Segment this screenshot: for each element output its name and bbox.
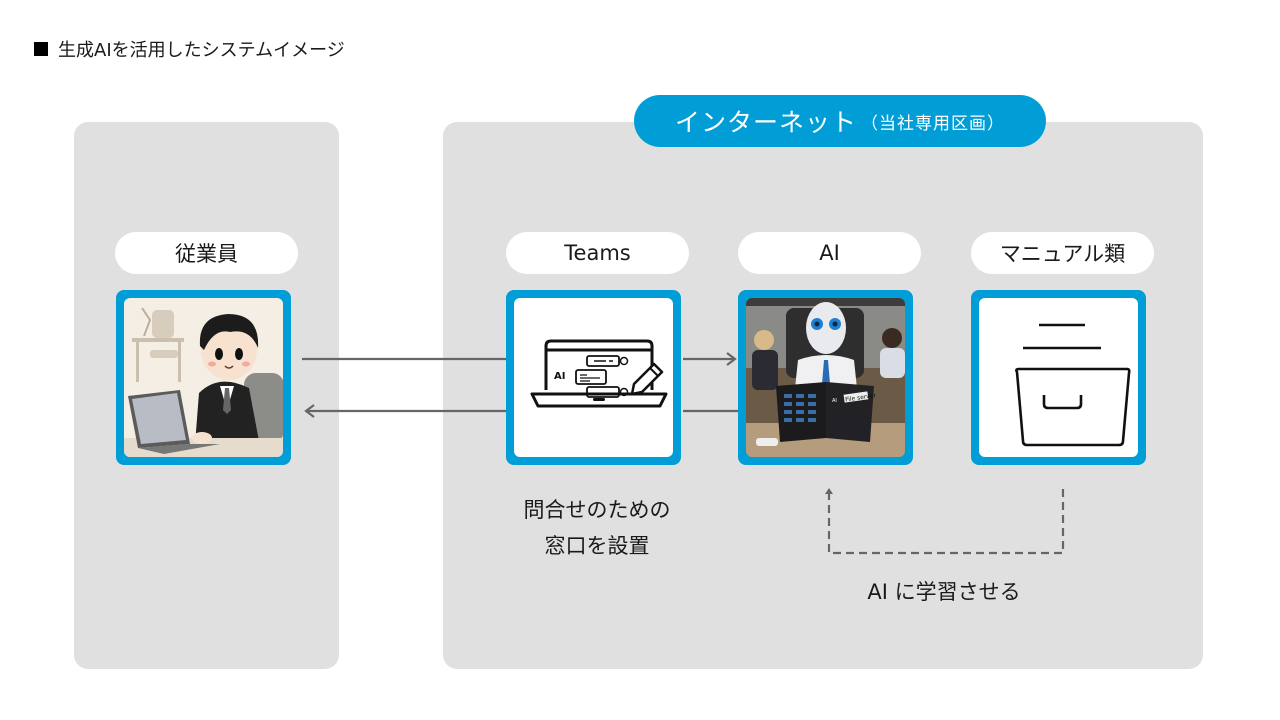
learning-dashed-arrow [827, 485, 1065, 555]
manuals-card [971, 290, 1146, 465]
zone-title: インターネット [674, 108, 857, 137]
heading-title: 生成AIを活用したシステムイメージ [58, 40, 345, 61]
teams-caption-line2: 窓口を設置 [544, 534, 650, 558]
internet-zone-label: インターネット （当社専用区画） [634, 95, 1046, 147]
ai-robot-illustration: File server AI [746, 298, 905, 457]
arrowhead-left-icon [304, 404, 315, 418]
employee-card [116, 290, 291, 465]
teams-label: Teams [506, 232, 689, 274]
arrowhead-right-icon [726, 352, 737, 366]
teams-caption-line1: 問合せのための [523, 498, 671, 522]
diagram-heading: 生成AIを活用したシステムイメージ [34, 36, 345, 62]
arrowhead-up-icon [825, 488, 833, 494]
square-bullet-icon [34, 42, 48, 56]
book-title-text: File server [845, 392, 877, 403]
manuals-label: マニュアル類 [971, 232, 1154, 274]
zone-subtitle: （当社専用区画） [861, 113, 1005, 134]
employee-illustration [124, 298, 283, 457]
book-badge-text: AI [832, 398, 837, 404]
teams-laptop-chat-icon: AI [514, 298, 673, 457]
teams-card: AI [506, 290, 681, 465]
teams-caption: 問合せのための 窓口を設置 [497, 492, 697, 564]
learning-caption: AI に学習させる [867, 580, 1021, 604]
ai-card: File server AI [738, 290, 913, 465]
ai-label: AI [738, 232, 921, 274]
employee-label: 従業員 [115, 232, 298, 274]
teams-icon-ai-text: AI [554, 371, 565, 382]
manuals-file-drawer-icon [979, 298, 1138, 457]
